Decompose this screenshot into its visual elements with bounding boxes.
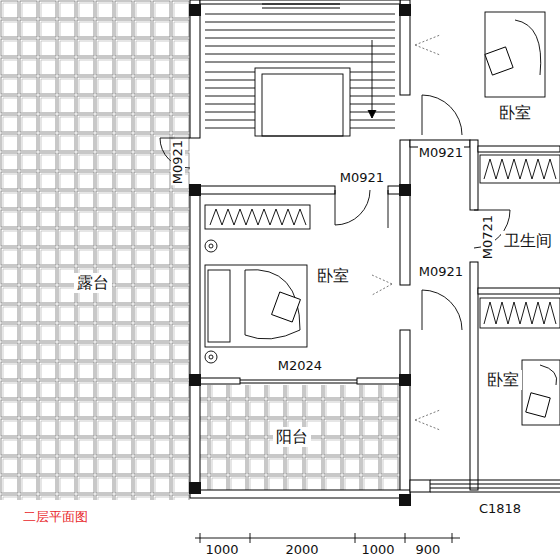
window-lines [240, 4, 560, 492]
staircase [205, 14, 395, 136]
balcony-tiles [200, 385, 400, 490]
door-code: M2024 [277, 359, 323, 373]
door-code: M0921 [171, 139, 185, 185]
room-label-box: 卧室 [495, 102, 535, 124]
walls [190, 0, 560, 500]
terrace-tiles [0, 0, 190, 500]
room-name: 卧室 [314, 266, 352, 286]
dimension: 1000 [360, 543, 395, 557]
beds [205, 12, 560, 425]
door-code: M0921 [418, 146, 464, 160]
dimension: 1000 [204, 543, 239, 557]
window-code: C1818 [478, 502, 522, 516]
room-label-box: 阳台 [272, 426, 312, 448]
room-name: 卫生间 [501, 231, 555, 251]
lamp-marks [372, 35, 440, 430]
room-name: 阳台 [273, 427, 311, 447]
dimension-line [195, 533, 460, 543]
room-label-box: 卧室 [313, 265, 353, 287]
room-label-box: 卧室 [483, 369, 523, 391]
room-label-box: 露台 [73, 272, 113, 294]
room-name: 卧室 [484, 370, 522, 390]
door-code: M0921 [418, 265, 464, 279]
room-name: 卧室 [496, 103, 534, 123]
door-code: M0921 [339, 171, 385, 185]
room-label-box: 卫生间 [500, 230, 556, 252]
dimension: 900 [415, 543, 442, 557]
columns [189, 4, 411, 506]
dimension: 2000 [284, 543, 319, 557]
door-code: M0721 [481, 214, 495, 260]
room-name: 露台 [74, 273, 112, 293]
drawing-title: 二层平面图 [23, 508, 88, 526]
